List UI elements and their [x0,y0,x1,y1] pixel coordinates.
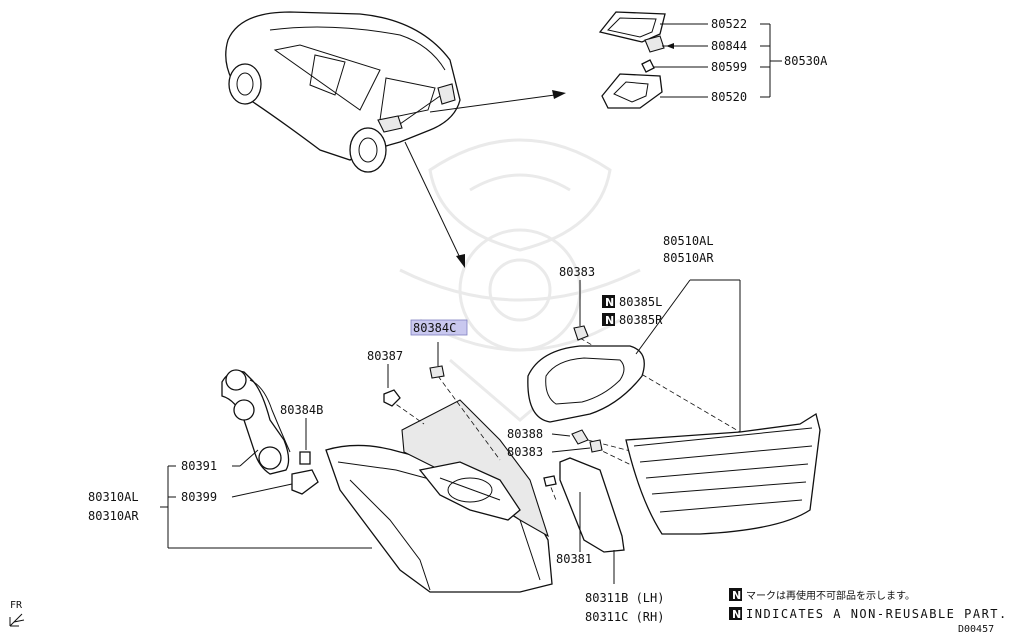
non-reusable-badge-80385L [602,295,615,308]
badge-letter-80385R: N [605,314,614,327]
label-80311B[interactable]: 80311B (LH) [585,591,664,605]
legend-badge-letter-jp: N [732,589,741,602]
bulb-socket-harness-shape [221,369,291,475]
label-80391[interactable]: 80391 [181,459,217,473]
label-80520[interactable]: 80520 [711,90,747,104]
label-80530A[interactable]: 80530A [784,54,828,68]
car-illustration [225,11,461,173]
leader-lines [160,279,741,584]
label-80599[interactable]: 80599 [711,60,747,74]
label-80311C[interactable]: 80311C (RH) [585,610,664,624]
label-80510AL[interactable]: 80510AL [663,234,714,248]
lamp-gasket-80385-shape [527,345,645,423]
lamp-bulb-socket-shape [644,35,665,53]
label-80310AL[interactable]: 80310AL [88,490,139,504]
label-80383-top[interactable]: 80383 [559,265,595,279]
part-labels: 80522 80844 80599 80520 80530A 80510AL 8… [88,17,828,624]
front-direction-marker: FR [9,600,25,627]
lamp-housing-shape [601,73,663,109]
label-80385L[interactable]: 80385L [619,295,662,309]
badge-letter-80385L: N [605,296,614,309]
legend-note-en: INDICATES A NON-REUSABLE PART. [746,607,1008,621]
diagram-id: D00457 [958,624,994,635]
label-80384C[interactable]: 80384C [413,321,456,335]
fasteners [299,325,603,487]
label-80388[interactable]: 80388 [507,427,543,441]
garnish-80381-shape [559,457,625,553]
front-arrow-icon [9,613,25,627]
label-80844[interactable]: 80844 [711,39,747,53]
legend-badge-en [729,607,742,620]
direction-label: FR [10,600,23,611]
label-80383-mid[interactable]: 80383 [507,445,543,459]
lamp-bulb-shape [641,59,655,73]
label-80381[interactable]: 80381 [556,552,592,566]
license-lamp-group [598,11,782,109]
label-80385R[interactable]: 80385R [619,313,663,327]
label-80387[interactable]: 80387 [367,349,403,363]
non-reusable-badge-80385R [602,313,615,326]
inner-lamp-80311-shape [625,412,821,535]
highlight-80384C [410,319,468,336]
label-80310AR[interactable]: 80310AR [88,509,139,523]
tail-lamp-assembly-shape [325,399,553,593]
socket-cover-shape [291,469,319,495]
label-80384B[interactable]: 80384B [280,403,323,417]
legend-badge-jp [729,588,742,601]
label-80522[interactable]: 80522 [711,17,747,31]
non-reusable-legend: N マークは再使用不可部品を示します。 N INDICATES A NON-RE… [729,588,1008,621]
callout-arrows [404,90,566,268]
legend-note-jp: マークは再使用不可部品を示します。 [746,589,915,602]
label-80399[interactable]: 80399 [181,490,217,504]
label-80510AR[interactable]: 80510AR [663,251,714,265]
legend-badge-letter-en: N [732,608,741,621]
